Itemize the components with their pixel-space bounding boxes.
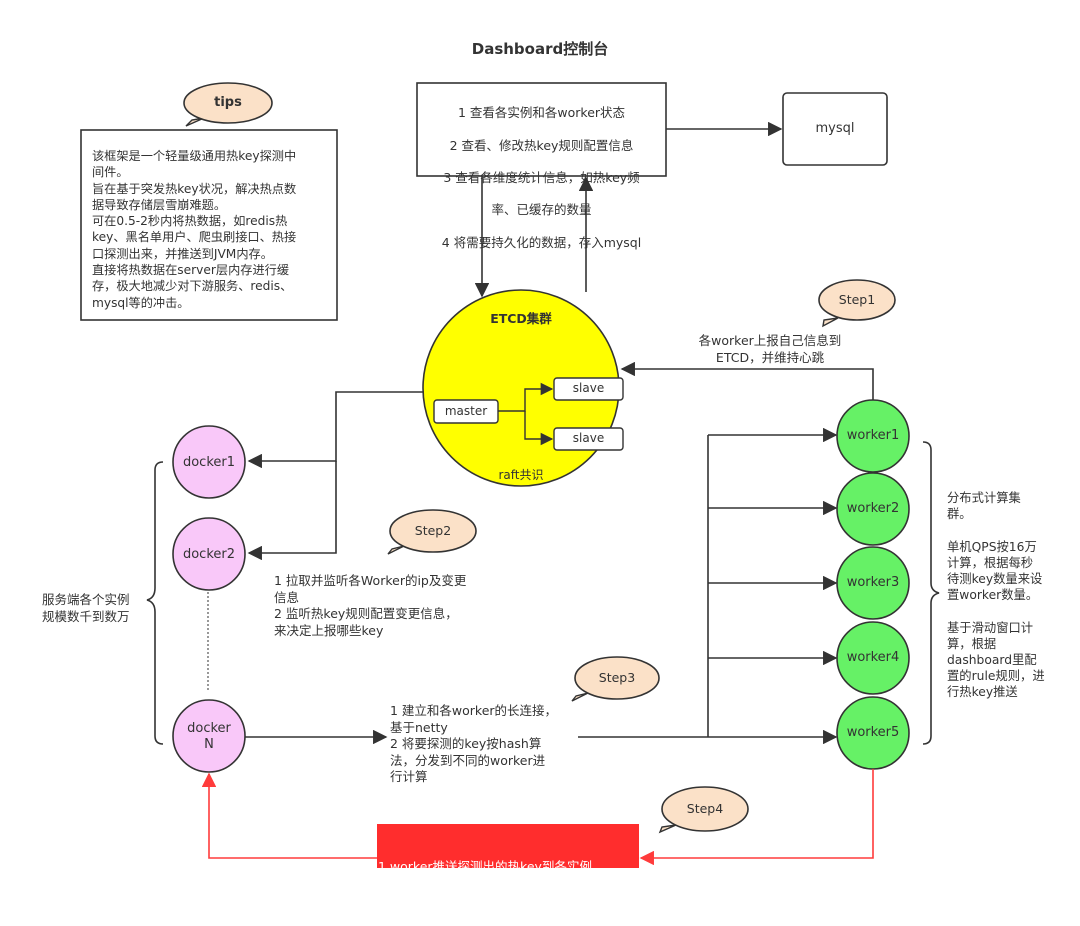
docker1-label: docker1 — [182, 455, 236, 470]
dockerN-node — [172, 699, 246, 773]
diagram-title: Dashboard控制台 — [471, 40, 609, 58]
dashboard-line-5: 4 将需要持久化的数据，存入mysql — [441, 234, 642, 250]
etcd-to-docker1-arrow — [247, 391, 424, 469]
step4-bubble — [658, 786, 749, 834]
dashboard-line-4: 率、已缓存的数量 — [491, 202, 592, 218]
tips-bubble — [183, 82, 273, 127]
docker-brace — [146, 461, 164, 745]
step4-line-2: 2 实例收到热key信息，在JVM中进行缓存 — [378, 893, 610, 908]
step3-text: 1 建立和各worker的长连接， 基于netty 2 将要探测的key按has… — [390, 703, 558, 784]
worker5-to-redbox-arrow — [639, 769, 874, 866]
worker2-label: worker2 — [846, 501, 900, 516]
dashboard-box-text: 1 查看各实例和各worker状态 2 查看、修改热key规则配置信息 3 查看… — [417, 89, 666, 267]
step1-bubble-label: Step1 — [838, 292, 876, 307]
worker3-label: worker3 — [846, 575, 900, 590]
dashboard-line-2: 2 查看、修改热key规则配置信息 — [449, 137, 634, 153]
step4-red-box: 1 worker推送探测出的热key到各实例 2 实例收到热key信息，在JVM… — [377, 824, 639, 908]
docker-brace-label: 服务端各个实例 规模数千到数万 — [42, 592, 130, 624]
dashboard-box — [416, 82, 667, 177]
worker-brace — [922, 441, 940, 745]
dockerN-label: docker N — [187, 721, 231, 752]
master-to-slave-1-arrow — [498, 382, 554, 412]
docker1-node — [172, 425, 246, 499]
step3-bubble-label: Step3 — [598, 670, 636, 685]
step4-bubble-label: Step4 — [686, 801, 724, 816]
tips-box — [80, 129, 338, 321]
step1-text: 各worker上报自己信息到 ETCD，并维持心跳 — [698, 333, 842, 365]
docker2-label: docker2 — [182, 547, 236, 562]
step1-bubble — [818, 279, 896, 328]
step3-bubble — [571, 656, 660, 702]
slave-node-2 — [553, 427, 624, 451]
worker5-label: worker5 — [846, 725, 900, 740]
tips-text: 该框架是一个轻量级通用热key探测中 间件。 旨在基于突发热key状况，解决热点… — [92, 149, 297, 310]
docker2-node — [172, 517, 246, 591]
slave-node-1 — [553, 377, 624, 401]
worker4-node — [836, 621, 910, 695]
slave-2-label: slave — [572, 431, 605, 445]
worker3-node — [836, 546, 910, 620]
etcd-to-docker2-arrow — [247, 461, 337, 561]
dashboard-line-3: 3 查看各维度统计信息，如热key频 — [443, 170, 640, 186]
master-to-slave-2-arrow — [524, 411, 554, 446]
tips-bubble-label: tips — [214, 95, 242, 110]
mysql-label: mysql — [815, 121, 855, 136]
step4-line-1: 1 worker推送探测出的热key到各实例 — [378, 859, 592, 874]
worker2-node — [836, 472, 910, 546]
worker1-node — [836, 399, 910, 473]
master-label: master — [444, 404, 488, 418]
step2-bubble — [387, 509, 477, 555]
worker1-to-etcd-arrow — [620, 361, 874, 400]
step2-bubble-label: Step2 — [414, 523, 452, 538]
worker-brace-label: 分布式计算集 群。 单机QPS按16万 计算，根据每秒 待测key数量来设 置w… — [947, 491, 1045, 700]
worker1-label: worker1 — [846, 428, 900, 443]
mysql-box — [782, 92, 888, 166]
redbox-to-dockerN-arrow — [201, 772, 377, 859]
raft-label: raft共识 — [498, 468, 544, 482]
etcd-title: ETCD集群 — [490, 311, 552, 326]
slave-1-label: slave — [572, 381, 605, 395]
step2-text: 1 拉取并监听各Worker的ip及变更 信息 2 监听热key规则配置变更信息… — [274, 573, 467, 638]
worker4-label: worker4 — [846, 650, 900, 665]
dashboard-line-1: 1 查看各实例和各worker状态 — [457, 105, 626, 121]
